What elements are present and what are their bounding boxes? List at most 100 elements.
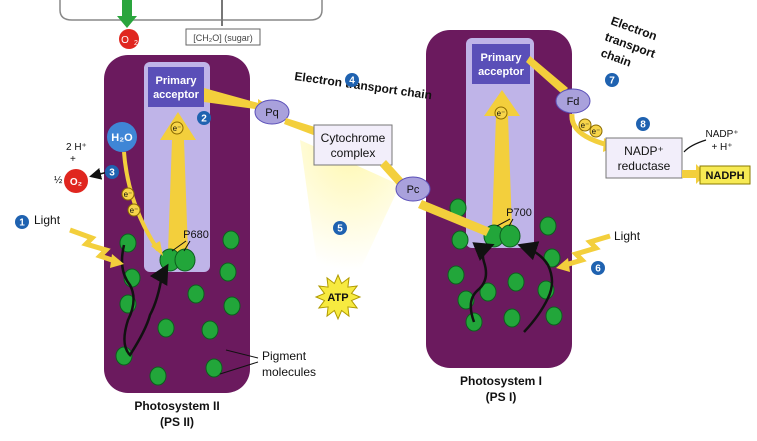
cytochrome-complex-box xyxy=(313,124,393,166)
plus-label: + xyxy=(70,154,76,165)
reductase-label-2: reductase xyxy=(618,159,671,173)
o2-top-circle xyxy=(119,29,139,49)
psi-pigment-2 xyxy=(451,230,469,250)
light-input-1: Light xyxy=(34,213,124,268)
step-badge-3-label: 3 xyxy=(109,168,115,179)
psi-electron-top xyxy=(494,106,508,120)
svg-text:e⁻: e⁻ xyxy=(124,190,133,199)
sugar-box xyxy=(185,28,261,46)
svg-text:e⁻: e⁻ xyxy=(130,206,139,215)
p680-pigment-right xyxy=(174,248,196,272)
psii-pigment-3 xyxy=(219,262,237,282)
o2-top-sub: 2 xyxy=(134,40,138,47)
psii-pigment-group xyxy=(115,230,241,386)
step-badge-4 xyxy=(345,73,359,87)
step-badge-6-label: 6 xyxy=(595,264,601,275)
photosystem-ii: Primary acceptor e⁻ P680 H₂O e⁻ e⁻ 2 H⁺ … xyxy=(54,55,250,429)
svg-text:e⁻: e⁻ xyxy=(173,124,182,133)
step-badge-5-label: 5 xyxy=(337,224,343,235)
p700-pigment-right xyxy=(499,224,521,248)
step-badge-1-label: 1 xyxy=(19,218,25,229)
psii-pigment-4 xyxy=(187,284,205,304)
step-badge-1 xyxy=(15,215,29,229)
psii-acceptor-label-2: acceptor xyxy=(153,89,200,101)
svg-text:e⁻: e⁻ xyxy=(581,121,590,130)
pq-carrier xyxy=(254,99,290,125)
fd-label: Fd xyxy=(567,96,580,108)
psii-electron-top xyxy=(170,121,184,135)
half-label: ½ xyxy=(54,175,63,186)
psi-pigment-11 xyxy=(545,306,563,326)
step-badge-2-label: 2 xyxy=(201,114,207,125)
step-badge-4-label: 4 xyxy=(349,76,355,87)
atp-burst: ATP xyxy=(314,273,362,321)
psii-title: Photosystem II xyxy=(134,399,219,413)
psii-pigment-8 xyxy=(157,318,175,338)
psii-primary-acceptor xyxy=(148,67,204,107)
psii-pigment-6 xyxy=(223,296,241,316)
fd-electron-2 xyxy=(589,124,603,138)
step-badge-2 xyxy=(197,111,211,125)
o2-produced-icon xyxy=(64,169,88,193)
step-badge-8 xyxy=(636,117,650,131)
p680-label: P680 xyxy=(183,229,209,241)
pigment-molecules-callout: Pigment molecules xyxy=(219,349,316,379)
psi-pigment-10 xyxy=(479,282,497,302)
light-2-label: Light xyxy=(614,229,641,243)
light-1-bolt-icon xyxy=(69,227,119,265)
pq-label: Pq xyxy=(265,107,278,119)
hydrogen-ions-label: 2 H⁺ xyxy=(66,142,87,153)
psi-energy-arrow xyxy=(484,90,520,228)
psi-pigment-4 xyxy=(539,216,557,236)
nadph-box xyxy=(699,165,751,185)
step-badge-7 xyxy=(605,73,619,87)
psii-subtitle: (PS II) xyxy=(160,415,194,429)
pigment-label-2: molecules xyxy=(262,365,316,379)
cytochrome-label-1: Cytochrome xyxy=(321,131,386,145)
psii-pigment-11 xyxy=(205,358,223,378)
o2-top-label: O xyxy=(121,35,129,46)
psii-pigment-12 xyxy=(149,366,167,386)
light-1-label: Light xyxy=(34,213,61,227)
psi-subtitle: (PS I) xyxy=(486,390,517,404)
step-badge-7-label: 7 xyxy=(609,76,615,87)
svg-text:e⁻: e⁻ xyxy=(592,127,601,136)
psi-title: Photosystem I xyxy=(460,374,542,388)
psi-pigment-3 xyxy=(447,265,465,285)
p700-label: P700 xyxy=(506,207,532,219)
psi-to-fd-arrow xyxy=(526,56,568,94)
water-molecule-icon xyxy=(107,122,137,152)
psi-acceptor-label-1: Primary xyxy=(481,52,523,64)
step-badge-5 xyxy=(333,221,347,235)
fd-electron-1 xyxy=(578,118,592,132)
psii-electron-2 xyxy=(127,203,141,217)
photosystem-i: Primary acceptor e⁻ P700 Photosystem I (… xyxy=(426,30,572,404)
reductase-label-1: NADP⁺ xyxy=(624,144,664,158)
light-2-bolt-icon xyxy=(561,233,611,269)
light-input-2: Light xyxy=(556,229,641,272)
psii-energy-arrow xyxy=(160,112,196,252)
pc-carrier xyxy=(395,176,431,202)
o2-produced-label: O₂ xyxy=(70,177,82,188)
sugar-label: [CH₂O] (sugar) xyxy=(193,33,253,43)
step-badge-3 xyxy=(105,165,119,179)
atp-star-icon xyxy=(314,273,362,321)
water-label: H₂O xyxy=(111,132,133,144)
psi-pigment-8 xyxy=(503,308,521,328)
atp-glow xyxy=(300,140,400,270)
top-structure: O 2 [CH₂O] (sugar) xyxy=(59,0,323,49)
nadp-input-label-1: NADP⁺ xyxy=(705,129,738,140)
o2-output-arrow xyxy=(122,0,132,18)
psi-pigment-9 xyxy=(507,272,525,292)
psii-pigment-9 xyxy=(201,320,219,340)
etc-main-label: Electron transport chain xyxy=(294,69,433,102)
psi-acceptor-label-2: acceptor xyxy=(478,66,525,78)
psi-energy-transfer-path-1 xyxy=(469,242,495,323)
step-badge-6 xyxy=(591,261,605,275)
svg-text:e⁻: e⁻ xyxy=(497,109,506,118)
psii-acceptor-label-1: Primary xyxy=(156,75,198,87)
pc-label: Pc xyxy=(407,184,420,196)
psi-primary-acceptor xyxy=(472,44,530,84)
psii-energy-transfer-path xyxy=(120,244,169,357)
